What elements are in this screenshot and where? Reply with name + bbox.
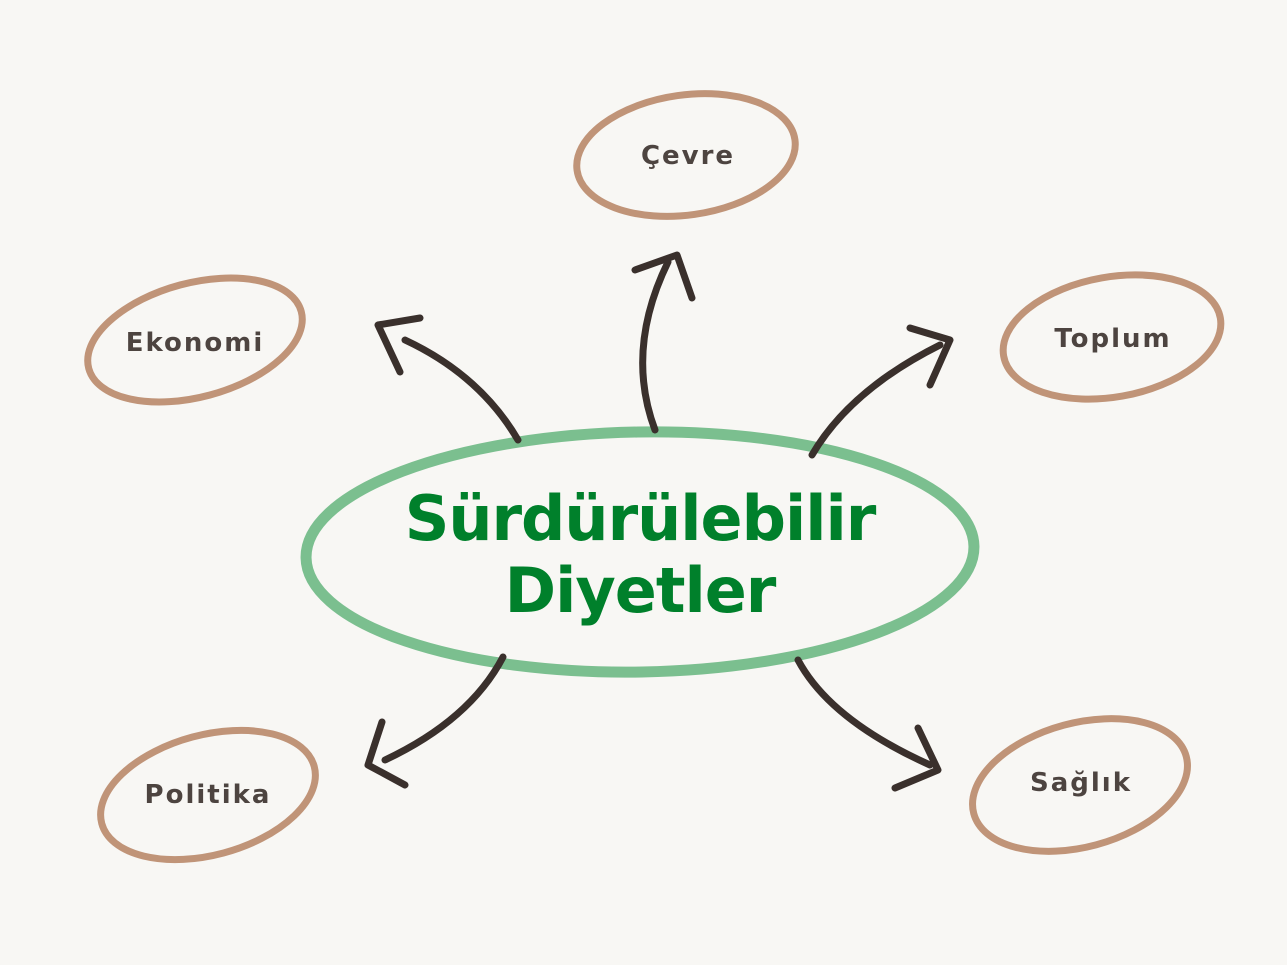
node-label-politika: Politika	[144, 780, 272, 810]
arrow-to-saglik	[794, 656, 942, 792]
node-label-toplum: Toplum	[1054, 324, 1172, 354]
node-ring-ekonomi	[84, 274, 306, 406]
center-topic: Sürdürülebilir Diyetler	[404, 482, 877, 627]
node-label-ekonomi: Ekonomi	[125, 328, 265, 358]
center-ring	[300, 426, 980, 678]
arrow-to-toplum	[808, 324, 954, 459]
center-title-line2: Diyetler	[504, 554, 777, 627]
node-label-cevre: Çevre	[640, 141, 736, 171]
arrow-to-ekonomi	[374, 314, 522, 444]
arrow-to-cevre	[631, 251, 696, 434]
arrow-to-politika	[364, 653, 507, 789]
center-title-line1: Sürdürülebilir	[404, 482, 877, 555]
node-ring-saglik	[969, 715, 1191, 855]
node-ring-toplum	[999, 271, 1225, 403]
node-ring-cevre	[573, 90, 799, 220]
node-ring-politika	[97, 726, 319, 864]
node-label-saglik: Sağlık	[1030, 768, 1132, 798]
